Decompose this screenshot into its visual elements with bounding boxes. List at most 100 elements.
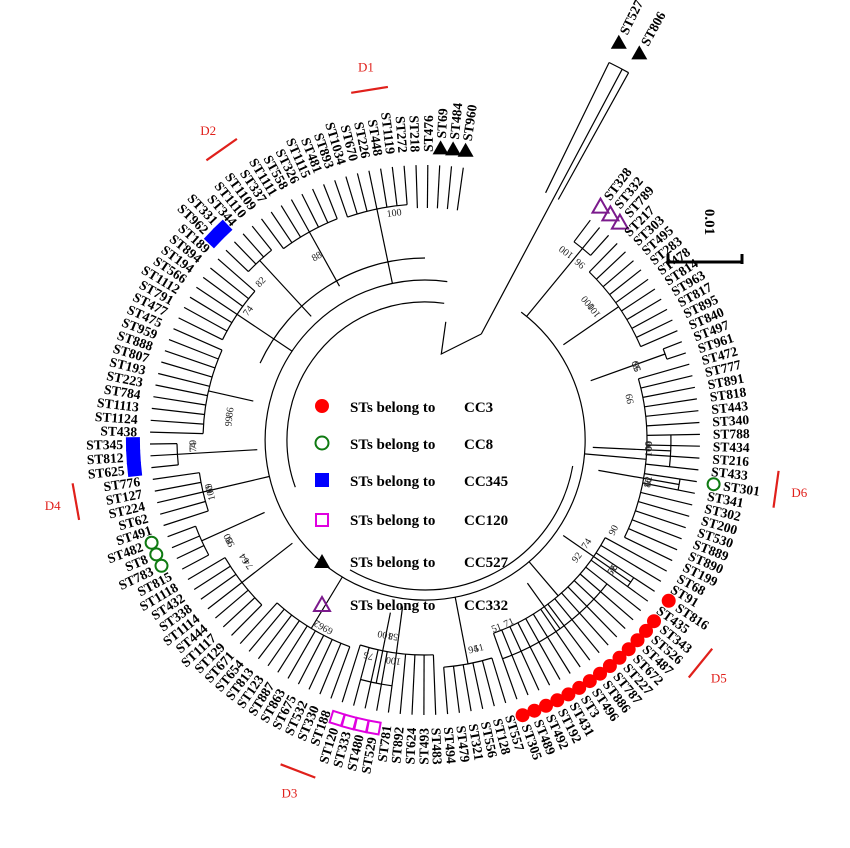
tip-branch (638, 501, 690, 517)
tip-branch (554, 598, 600, 654)
tip-label: ST776 (103, 474, 142, 494)
legend-cc: CC3 (464, 400, 493, 416)
tip-branch (231, 604, 263, 636)
filled-circle-icon (582, 674, 597, 689)
bootstrap-value: 94 (467, 643, 479, 656)
tip-branch (267, 620, 300, 667)
tip-branch (525, 618, 561, 680)
bootstrap-value: 50 (630, 359, 644, 372)
tip-branch (666, 352, 686, 360)
clade-stem (241, 542, 293, 583)
tip-branch (452, 666, 460, 713)
tip-label: ST479 (453, 725, 473, 764)
tip-branch (567, 586, 618, 638)
bootstrap-value: 74 (580, 537, 595, 551)
tip-branch (646, 454, 700, 459)
tip-branch (636, 319, 673, 338)
tip-branch (202, 276, 244, 307)
tip-branch (207, 582, 243, 610)
bootstrap-value: 100 (557, 243, 576, 261)
clade-stem (526, 248, 583, 317)
tip-branch (376, 651, 388, 711)
clade-arc (588, 271, 642, 347)
bootstrap-value: 80 (222, 532, 236, 546)
tip-branch (217, 258, 256, 292)
tip-label: ST438 (100, 423, 137, 439)
tip-label: ST321 (466, 723, 487, 762)
tip-branch (193, 565, 231, 591)
clade-stem (528, 561, 559, 597)
tip-label: ST624 (402, 727, 419, 765)
tip-label: ST812 (86, 450, 124, 467)
tip-branch (602, 260, 634, 288)
tip-label: ST806 (638, 9, 669, 49)
division-label: D5 (711, 670, 727, 685)
tip-branch (215, 589, 249, 619)
bootstrap-value: 62 (642, 476, 655, 488)
tip-label: ST493 (416, 728, 431, 765)
scale-bar: 0.01 (666, 209, 744, 264)
tip-label: ST216 (712, 452, 750, 469)
bootstrap-value: 90 (607, 524, 621, 538)
tip-branch (481, 660, 495, 707)
tip-branch (579, 573, 634, 621)
tip-branch (456, 167, 464, 211)
filled-triangle-icon (432, 140, 449, 155)
clade-stem (208, 390, 254, 402)
tip-branch (187, 557, 226, 581)
tip-branch (233, 241, 257, 265)
bootstrap-value: 71 (502, 616, 516, 630)
open-circle-icon (144, 535, 159, 550)
clade-stem (562, 535, 632, 583)
tip-branch (547, 603, 591, 661)
tip-branch (301, 193, 320, 228)
bootstrap-value: 58 (387, 630, 399, 642)
legend-item-cc3: STs belong to CC3 (315, 399, 493, 416)
tip-branch (662, 341, 683, 350)
tip-branch (242, 233, 265, 258)
tip-branch (472, 662, 484, 710)
tip-branch (443, 667, 449, 715)
tip-branch (645, 463, 699, 471)
filled-circle-icon (539, 698, 553, 713)
inner-arc (286, 301, 445, 488)
tip-branch (446, 166, 453, 210)
backbone-arc (264, 279, 586, 601)
tip-label: ST494 (441, 726, 459, 764)
bootstrap-value: 74 (188, 442, 199, 452)
open-circle-icon (706, 477, 721, 492)
legend-prefix: STs belong to (350, 437, 435, 453)
division-line (205, 137, 238, 162)
inner-arc (349, 465, 574, 591)
filled-circle-icon (602, 659, 617, 673)
bootstrap-value: 98 (0, 0, 5, 3)
tip-branch (640, 330, 678, 348)
bootstrap-value: 99 (624, 393, 637, 405)
tip-branch (161, 361, 213, 378)
legend-cc: CC332 (464, 598, 508, 614)
filled-circle-icon (639, 623, 653, 638)
filled-circle-icon (593, 666, 607, 681)
tip-branch (642, 482, 695, 494)
clade-stem (454, 596, 469, 665)
tip-branch (380, 168, 388, 208)
tip-branch (270, 211, 293, 244)
legend-item-cc120: STs belong to CC120 (315, 513, 508, 529)
filled-triangle-icon (445, 141, 462, 156)
clade-stem (590, 353, 666, 382)
legend-cc: CC8 (464, 437, 493, 453)
bootstrap-value: 82 (254, 275, 269, 290)
division-label: D1 (358, 59, 374, 74)
division-line (772, 470, 780, 508)
outlier-arc (608, 61, 629, 74)
tip-branch (590, 559, 649, 602)
tip-branch (573, 580, 626, 630)
tip-branch (557, 72, 630, 200)
tip-branch (604, 537, 667, 572)
tip-branch (183, 306, 228, 332)
tip-label: ST340 (712, 412, 750, 429)
tip-label: ST443 (711, 398, 749, 417)
bootstrap-value: 62 (312, 617, 326, 632)
bootstrap-value: 92 (570, 550, 585, 565)
